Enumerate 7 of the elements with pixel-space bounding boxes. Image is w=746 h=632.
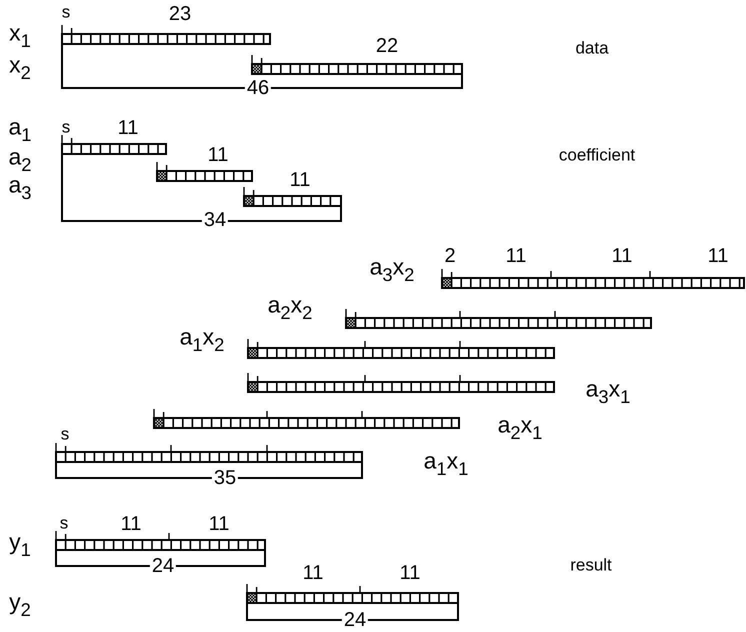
- sign-bit-label: s: [58, 514, 70, 532]
- group-label: data: [573, 40, 611, 56]
- group-label: coefficient: [556, 146, 638, 164]
- sign-bit-label: s: [60, 426, 70, 442]
- sign-bit-label: s: [60, 118, 72, 136]
- sign-bit-label: s: [60, 4, 72, 20]
- group-label: result: [568, 556, 614, 574]
